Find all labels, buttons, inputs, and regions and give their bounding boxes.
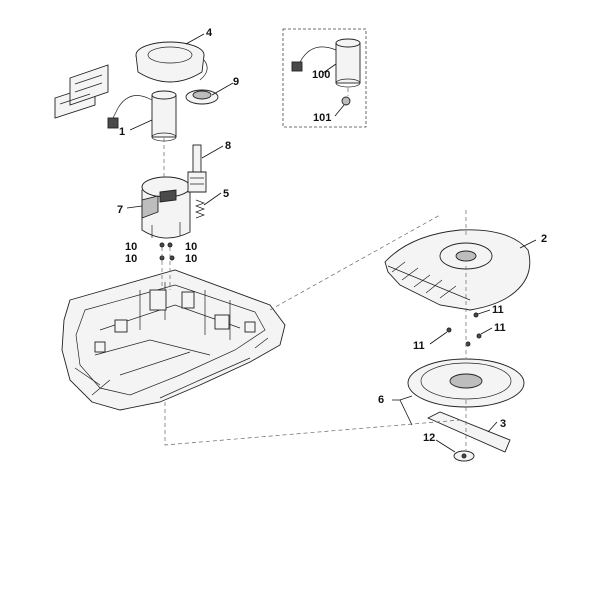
screws-10 — [159, 138, 175, 290]
blade-cover — [384, 229, 531, 311]
callout-labels: 1 2 3 4 5 6 7 8 9 10 10 10 10 11 11 11 1… — [117, 27, 547, 444]
gear-wheel — [185, 89, 219, 105]
spring — [195, 199, 205, 219]
callout-6: 6 — [378, 394, 384, 406]
motor-mount — [141, 176, 191, 239]
callout-4: 4 — [206, 27, 213, 39]
motor-cover — [135, 41, 208, 83]
callout-3: 3 — [500, 418, 506, 430]
callout-7: 7 — [117, 204, 123, 216]
height-adjust-shaft — [187, 144, 207, 193]
callout-10-lower-left: 10 — [125, 253, 137, 265]
callout-10-upper-left: 10 — [125, 241, 137, 253]
callout-11-left: 11 — [413, 340, 425, 352]
motor-kit-box — [282, 28, 367, 128]
callout-12: 12 — [423, 432, 435, 444]
callout-8: 8 — [225, 140, 231, 152]
cutting-blade — [426, 411, 511, 453]
callout-11-upper: 11 — [492, 304, 504, 316]
screws-11 — [446, 312, 482, 347]
blade-hub — [453, 450, 475, 462]
blade-disc — [407, 358, 525, 408]
callout-10-lower-right: 10 — [185, 253, 197, 265]
assembly-lines — [164, 210, 467, 450]
callout-11-right: 11 — [494, 322, 506, 334]
callout-5: 5 — [223, 188, 229, 200]
chassis-housing — [61, 269, 286, 411]
callout-2: 2 — [541, 233, 547, 245]
callout-1: 1 — [119, 126, 125, 138]
callout-100: 100 — [312, 69, 330, 81]
motor — [107, 90, 177, 142]
callout-9: 9 — [233, 76, 239, 88]
callout-101: 101 — [313, 112, 331, 124]
callout-10-upper-right: 10 — [185, 241, 197, 253]
leader-lines — [126, 33, 537, 453]
circuit-board — [54, 64, 109, 119]
